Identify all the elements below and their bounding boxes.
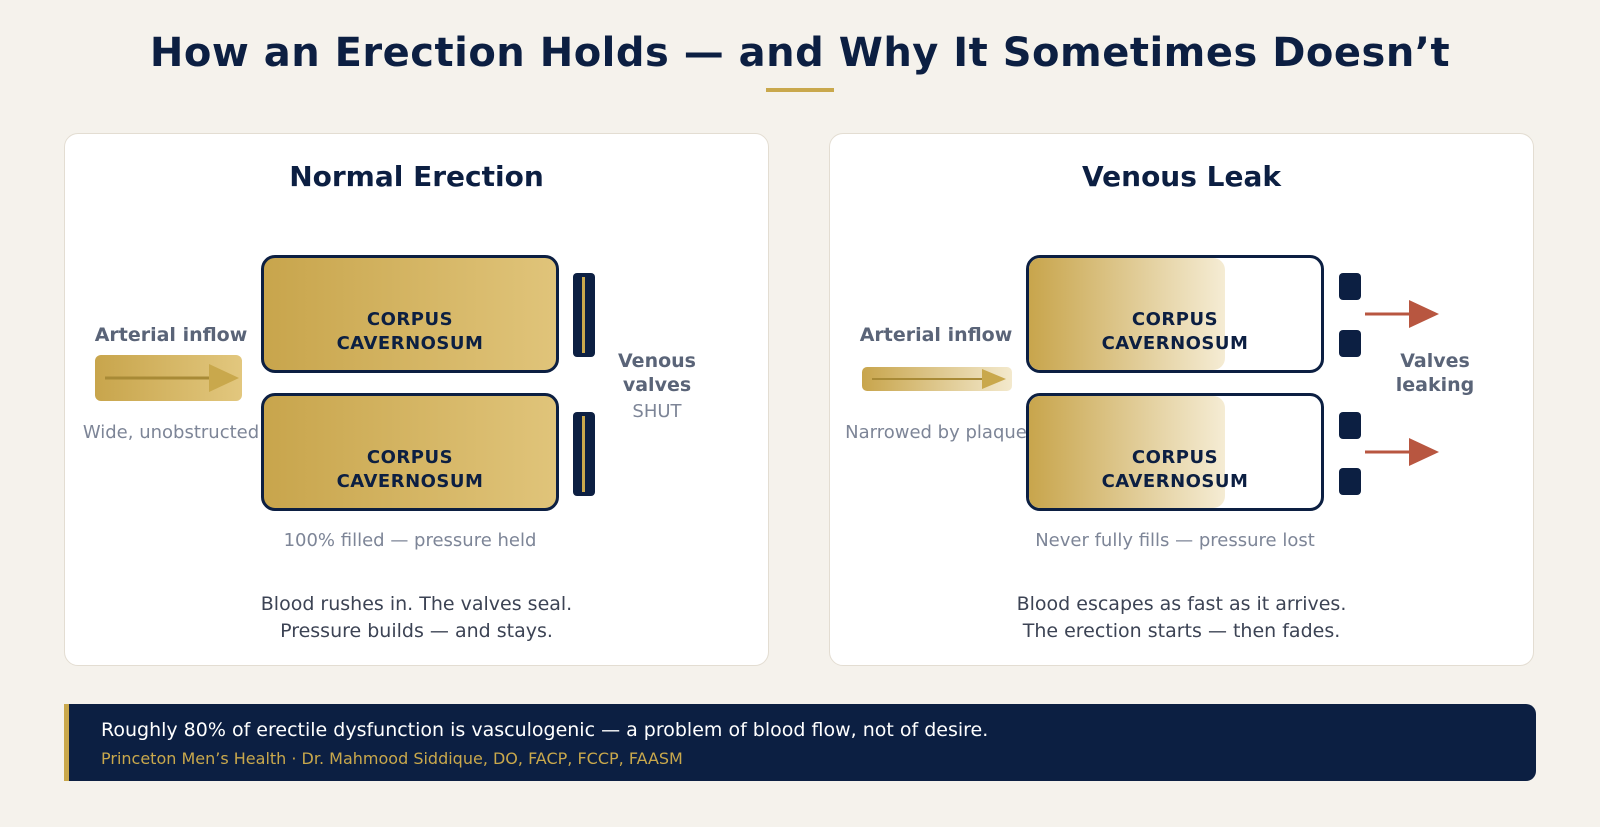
panel-title: Normal Erection xyxy=(289,160,544,193)
corpus-cavernosum-bottom: CORPUS CAVERNOSUM xyxy=(1026,393,1324,511)
blood-escape-arrow-icon xyxy=(1365,300,1439,328)
corpus-cavernosum-bottom: CORPUS CAVERNOSUM xyxy=(261,393,559,511)
narrow-inflow-arrow-icon xyxy=(862,367,1012,391)
fill-note: Never fully fills — pressure lost xyxy=(1035,530,1315,551)
valves-leaking-label: Valves leaking xyxy=(1365,349,1505,397)
caption-line2: Pressure builds — and stays. xyxy=(280,620,553,642)
partial-fill xyxy=(1029,396,1225,508)
banner-statement: Roughly 80% of erectile dysfunction is v… xyxy=(101,719,989,741)
summary-banner: Roughly 80% of erectile dysfunction is v… xyxy=(64,704,1536,781)
panel-caption: Blood escapes as fast as it arrives. The… xyxy=(830,591,1533,645)
corpus-cavernosum-top: CORPUS CAVERNOSUM xyxy=(1026,255,1324,373)
page-title: How an Erection Holds — and Why It Somet… xyxy=(149,30,1451,76)
venous-valve-shut-top xyxy=(573,273,595,357)
chamber-label-line1: CORPUS xyxy=(366,309,454,330)
banner-source: Princeton Men’s Health · Dr. Mahmood Sid… xyxy=(101,749,683,768)
wide-inflow-arrow-icon xyxy=(95,355,242,401)
inflow-note: Wide, unobstructed xyxy=(82,422,260,443)
corpus-cavernosum-top: CORPUS CAVERNOSUM xyxy=(261,255,559,373)
panel-caption: Blood rushes in. The valves seal. Pressu… xyxy=(65,591,768,645)
valves-state: SHUT xyxy=(632,401,682,422)
chamber-label-line2: CAVERNOSUM xyxy=(336,471,484,492)
venous-valve-open-3 xyxy=(1339,412,1361,439)
fill-note: 100% filled — pressure held xyxy=(283,530,537,551)
panel-title: Venous Leak xyxy=(1082,160,1281,193)
normal-erection-panel: Normal Erection Arterial inflow Wide, un… xyxy=(64,133,769,666)
partial-fill xyxy=(1029,258,1225,370)
valves-label-line2: leaking xyxy=(1395,374,1475,396)
chamber-label-line1: CORPUS xyxy=(366,447,454,468)
valves-label-line1: Valves xyxy=(1400,350,1470,372)
caption-line1: Blood escapes as fast as it arrives. xyxy=(1016,593,1347,615)
chamber-label-line2: CAVERNOSUM xyxy=(1101,333,1249,354)
chamber-label-line2: CAVERNOSUM xyxy=(1101,471,1249,492)
chamber-label-line2: CAVERNOSUM xyxy=(336,333,484,354)
venous-valve-open-1 xyxy=(1339,273,1361,300)
inflow-note: Narrowed by plaque xyxy=(845,422,1027,443)
chamber-label-line1: CORPUS xyxy=(1131,447,1219,468)
chamber-label-line1: CORPUS xyxy=(1131,309,1219,330)
blood-escape-arrow-icon xyxy=(1365,438,1439,466)
valves-label-line2: valves xyxy=(622,374,692,396)
valves-label-line1: Venous xyxy=(618,350,696,372)
venous-valve-open-2 xyxy=(1339,330,1361,357)
arterial-inflow-label: Arterial inflow xyxy=(94,324,248,346)
venous-leak-panel: Venous Leak Arterial inflow Narrowed by … xyxy=(829,133,1534,666)
title-underline xyxy=(766,88,834,92)
caption-line2: The erection starts — then fades. xyxy=(1022,620,1341,642)
venous-valve-open-4 xyxy=(1339,468,1361,495)
arterial-inflow-label: Arterial inflow xyxy=(859,324,1013,346)
venous-valve-shut-bottom xyxy=(573,412,595,496)
venous-valves-label: Venous valves xyxy=(587,349,727,397)
caption-line1: Blood rushes in. The valves seal. xyxy=(260,593,573,615)
